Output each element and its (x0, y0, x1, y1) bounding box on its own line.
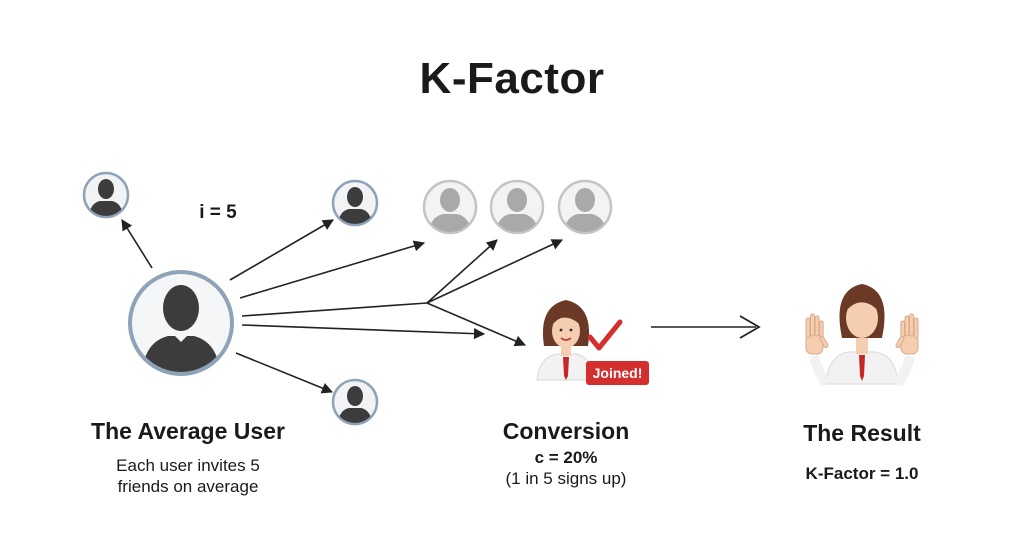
friend-avatar-a (82, 171, 130, 219)
result-arrow-head (739, 315, 761, 339)
average-user-line2: friends on average (117, 477, 259, 496)
conversion-detail: (1 in 5 signs up) (505, 469, 627, 488)
gray-friend-avatar-3 (557, 179, 613, 235)
conversion-rate: c = 20% (534, 448, 598, 467)
diagram-title: K-Factor (419, 54, 605, 103)
arrow-to-convert (241, 324, 486, 340)
invite-arrows (121, 219, 761, 394)
converted-user-figure (536, 300, 596, 381)
gray-friend-avatar-1 (422, 179, 478, 235)
arrow-hub-g3 (426, 239, 564, 304)
raised-hand-right-icon (895, 313, 919, 355)
arrow-hub-g2 (426, 239, 498, 304)
joined-badge: Joined! (586, 361, 649, 385)
average-user-line1: Each user invites 5 (116, 456, 260, 475)
gray-friend-avatar-2 (489, 179, 545, 235)
friend-avatar-c (331, 378, 379, 426)
joined-badge-text: Joined! (593, 365, 643, 381)
result-value: K-Factor = 1.0 (805, 464, 919, 483)
friend-avatar-b (331, 179, 379, 227)
check-icon (587, 319, 623, 351)
result-user-figure (809, 284, 915, 387)
raised-hand-left-icon (805, 313, 829, 355)
arrow-to-friend-a (121, 219, 153, 269)
arrow-to-friend-b (229, 219, 334, 281)
conversion-heading: Conversion (502, 418, 630, 444)
result-heading: The Result (803, 420, 921, 446)
arrow-to-gray-group (239, 240, 426, 299)
invites-label: i = 5 (199, 202, 237, 223)
average-user-avatar (128, 270, 234, 376)
arrow-hub-joined (426, 302, 527, 347)
arrow-to-hub (241, 302, 428, 317)
arrow-to-friend-c (235, 352, 334, 394)
average-user-heading: The Average User (91, 418, 285, 444)
